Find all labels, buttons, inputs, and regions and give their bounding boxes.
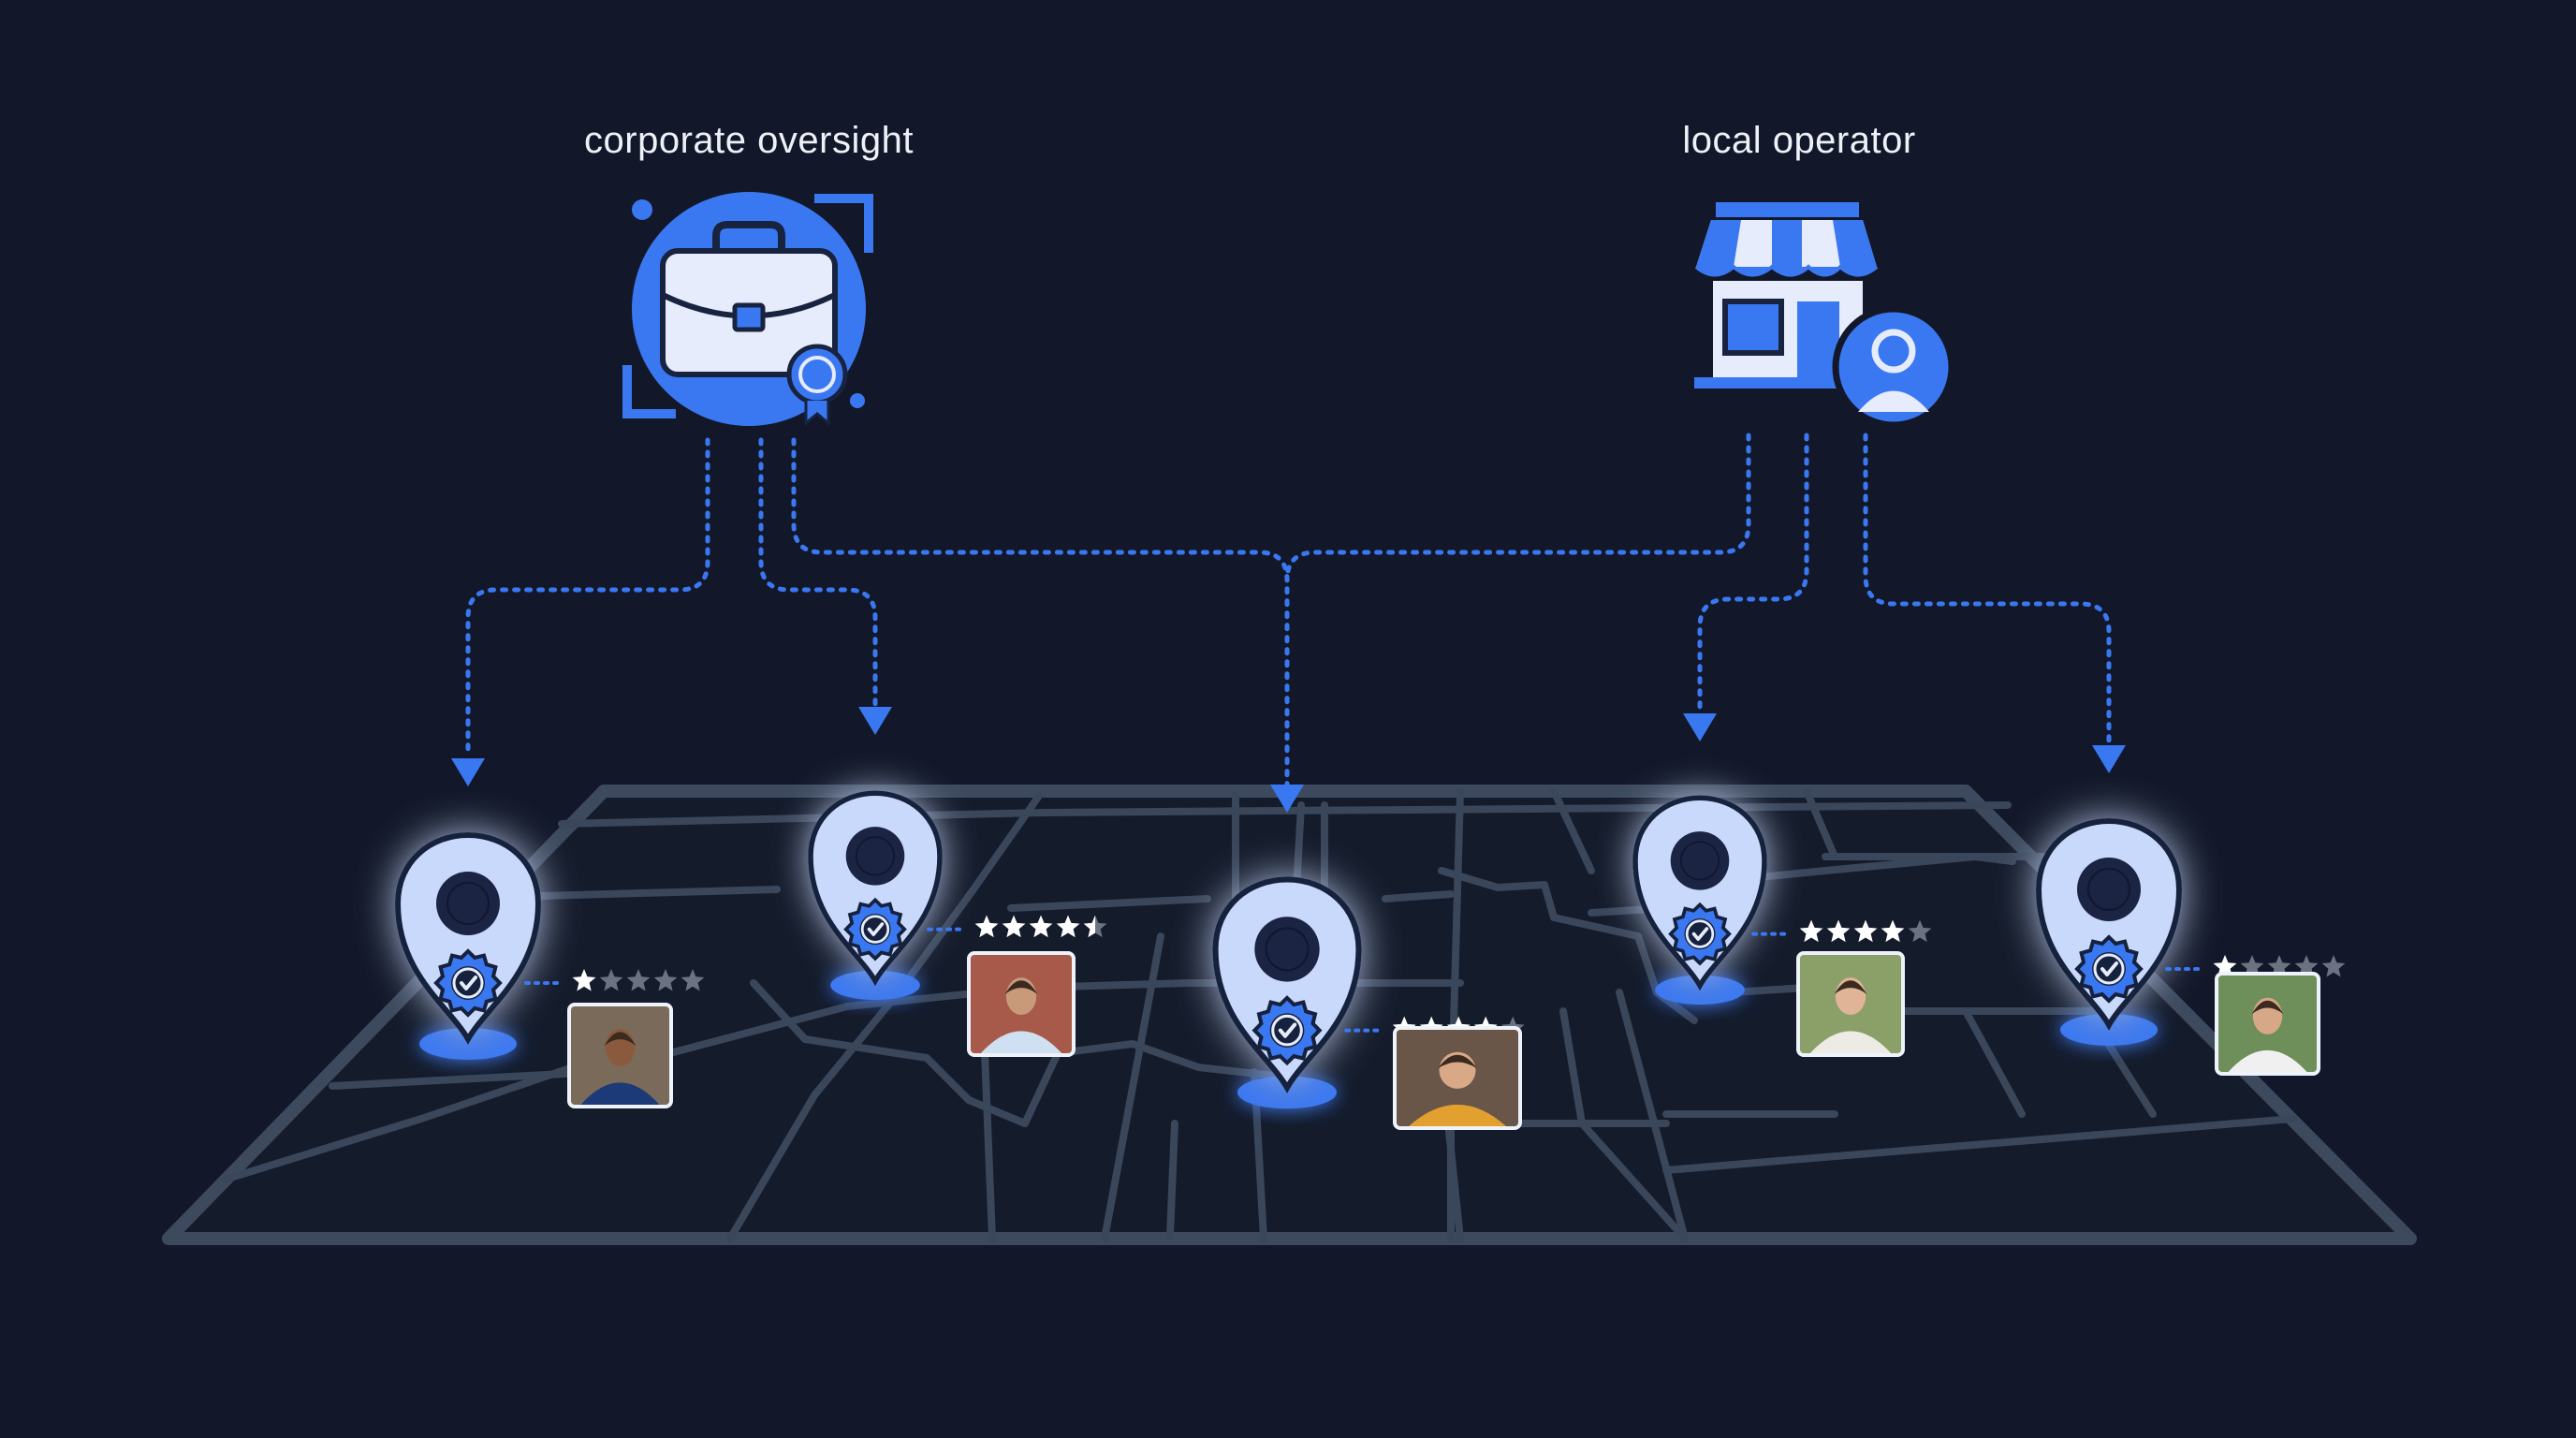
briefcase-icon: [622, 192, 873, 427]
star-icon: [1908, 919, 1932, 943]
star-icon: [681, 969, 705, 991]
location-marker[interactable]: [808, 790, 1107, 1057]
location-marker[interactable]: [2035, 817, 2346, 1076]
star-filled-icon: [974, 915, 999, 938]
star-filled-icon: [1853, 919, 1878, 943]
photo-torso: [1809, 1031, 1892, 1053]
star-icon: [2321, 955, 2346, 977]
photo-hair: [1438, 1054, 1477, 1069]
photo-hair: [1004, 980, 1038, 994]
star-filled-icon: [1056, 915, 1080, 938]
connector-arrows: [451, 707, 2126, 813]
arrowhead: [451, 758, 485, 786]
star-icon: [626, 969, 651, 991]
star-rating: [974, 915, 1107, 938]
star-icon: [2240, 955, 2264, 977]
connector-line: [1284, 433, 1751, 583]
location-marker[interactable]: [1632, 795, 1932, 1057]
map-pin-icon: [394, 831, 542, 1046]
location-marker[interactable]: [394, 831, 705, 1108]
star-rating: [1799, 919, 1932, 943]
map-pin-icon: [1632, 795, 1767, 991]
star-rating: [2213, 955, 2346, 977]
map-street: [1382, 890, 1455, 902]
arrowhead: [1270, 785, 1304, 813]
map-street: [1803, 787, 1838, 860]
verified-badge-icon: [1251, 995, 1323, 1066]
photo-torso: [580, 1082, 660, 1105]
person-photo-icon[interactable]: [1796, 951, 1905, 1057]
person-photo-icon[interactable]: [1393, 1026, 1522, 1130]
map-pin-icon: [808, 790, 943, 987]
connectors: [465, 433, 2112, 794]
person-photo-icon[interactable]: [967, 951, 1076, 1057]
arrowhead: [2092, 745, 2126, 773]
map-street: [1962, 1007, 2026, 1118]
map-street: [1007, 895, 1211, 912]
star-filled-icon: [1083, 915, 1096, 938]
map-street: [750, 979, 1286, 1127]
star-rating: [572, 969, 705, 991]
storefront-with-user-icon: [1694, 202, 1955, 429]
photo-torso: [2228, 1049, 2307, 1072]
photo-hair: [2251, 1000, 2284, 1015]
corporate-oversight-label: corporate oversight: [584, 120, 914, 161]
star-filled-icon: [2213, 955, 2237, 977]
star-filled-icon: [1799, 919, 1823, 943]
star-icon: [2267, 955, 2291, 977]
local-operator-label: local operator: [1682, 120, 1916, 161]
star-icon: [653, 969, 678, 991]
map-pin-icon: [2035, 817, 2183, 1032]
person-photo-icon[interactable]: [2215, 972, 2320, 1076]
photo-hair: [1834, 980, 1867, 994]
connector-line: [1863, 433, 2112, 752]
verified-badge-icon: [433, 948, 503, 1018]
person-photo-icon[interactable]: [567, 1003, 673, 1108]
star-icon: [2294, 955, 2319, 977]
arrowhead: [1683, 713, 1717, 741]
connector-line: [791, 437, 1290, 794]
map-street: [1559, 1007, 1689, 1242]
connector-line: [758, 437, 878, 710]
photo-torso: [1409, 1104, 1506, 1126]
map-street: [1550, 787, 1595, 874]
star-icon: [599, 969, 623, 991]
map-street: [1166, 1120, 1178, 1240]
verified-badge-icon: [1668, 902, 1732, 966]
arrowhead: [858, 707, 892, 735]
connector-line: [1697, 433, 1809, 716]
star-filled-icon: [572, 969, 596, 991]
map-street: [1616, 989, 1689, 1242]
connector-line: [465, 437, 710, 756]
photo-hair: [604, 1032, 637, 1046]
map-pin-icon: [1212, 876, 1362, 1093]
star-filled-icon: [1002, 915, 1026, 938]
photo-torso: [980, 1031, 1062, 1053]
star-filled-icon: [1826, 919, 1851, 943]
star-filled-icon: [1029, 915, 1053, 938]
map-street: [1101, 932, 1164, 1242]
star-filled-icon: [1881, 919, 1905, 943]
verified-badge-icon: [2074, 934, 2144, 1004]
location-pins: [394, 790, 2346, 1130]
verified-badge-icon: [843, 897, 907, 961]
map-street: [1662, 1115, 2297, 1174]
location-marker[interactable]: [1212, 876, 1525, 1130]
